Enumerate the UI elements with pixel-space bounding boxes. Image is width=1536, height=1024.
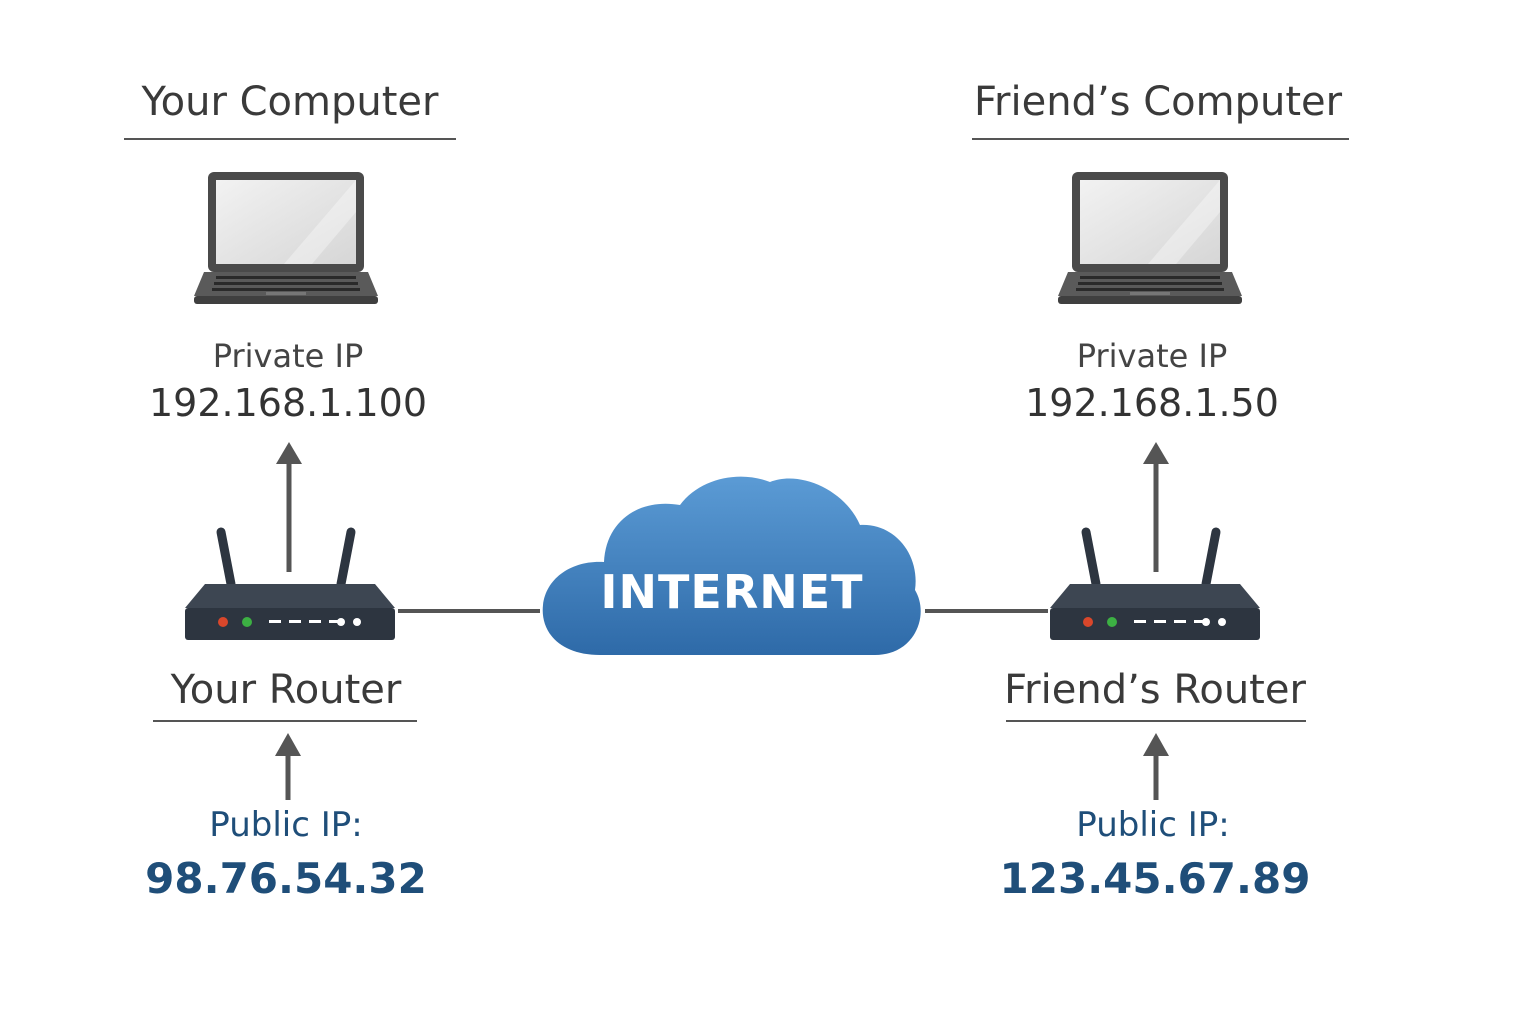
arrow-up-right-lower	[1143, 733, 1169, 800]
left-private-ip-value: 192.168.1.100	[148, 381, 428, 425]
arrow-up-right-upper	[1143, 442, 1169, 572]
right-public-ip-value: 123.45.67.89	[999, 854, 1311, 903]
left-public-ip-label: Public IP:	[209, 805, 363, 845]
right-computer-title: Friend’s Computer	[973, 79, 1343, 125]
laptop-icon-left	[194, 172, 378, 304]
right-public-ip-label: Public IP:	[1076, 805, 1230, 845]
left-router-title: Your Router	[170, 667, 402, 713]
left-computer-title-underline	[124, 138, 456, 140]
internet-cloud-icon	[542, 476, 921, 655]
router-icon-right	[1050, 527, 1260, 640]
arrow-up-left-lower	[275, 733, 301, 800]
right-router-title: Friend’s Router	[1004, 667, 1306, 713]
left-public-ip-value: 98.76.54.32	[145, 854, 427, 903]
internet-label: INTERNET	[600, 565, 864, 619]
left-private-ip-label: Private IP	[212, 337, 364, 375]
left-computer-title: Your Computer	[141, 79, 439, 125]
right-router-title-underline	[1006, 720, 1306, 722]
router-icon-left	[185, 527, 395, 640]
right-private-ip-label: Private IP	[1076, 337, 1228, 375]
arrow-up-left-upper	[276, 442, 302, 572]
left-router-title-underline	[153, 720, 417, 722]
right-private-ip-value: 192.168.1.50	[1025, 381, 1279, 425]
right-computer-title-underline	[972, 138, 1349, 140]
laptop-icon-right	[1058, 172, 1242, 304]
